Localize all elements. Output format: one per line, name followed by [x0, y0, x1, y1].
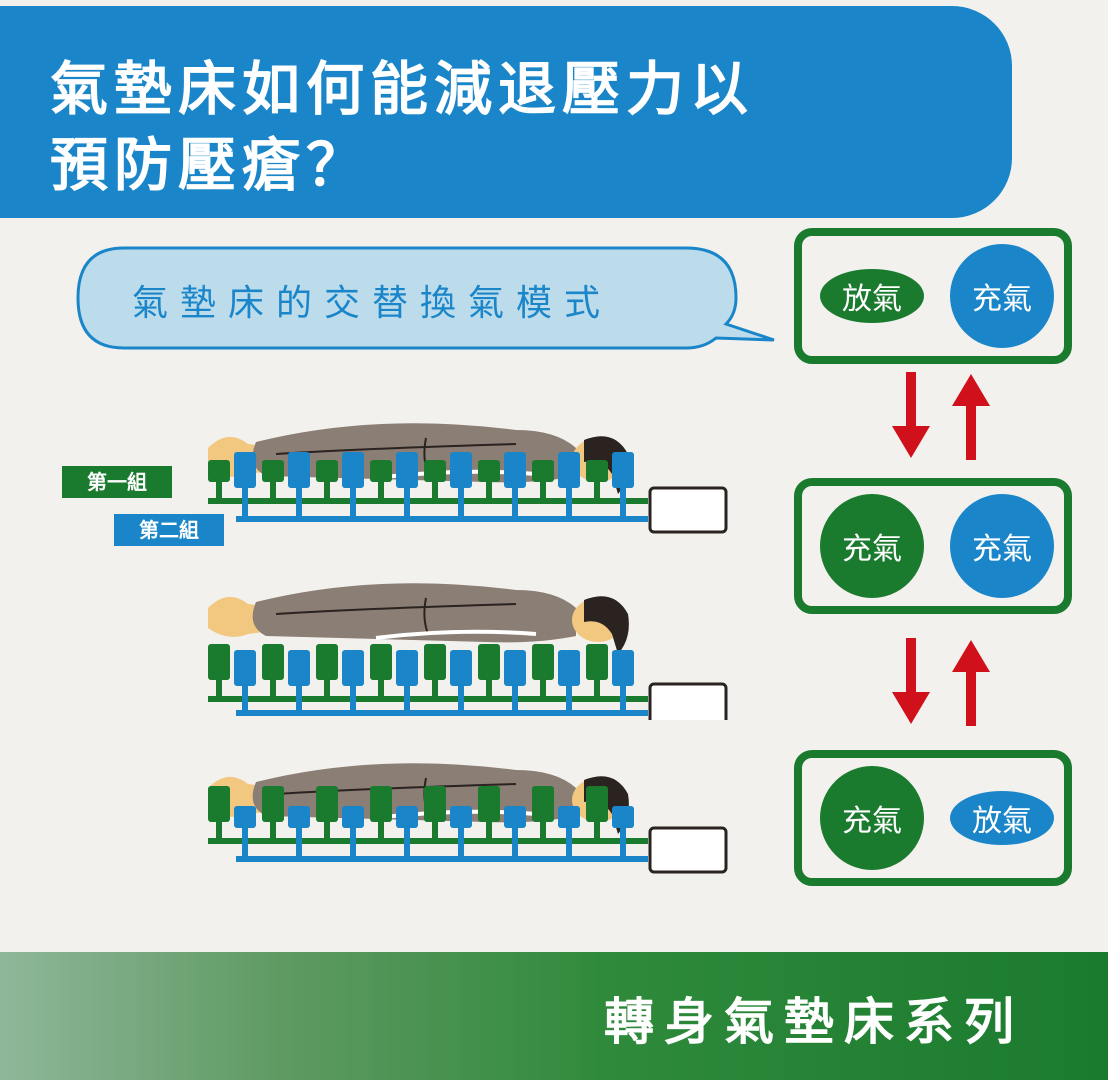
bed-svg-1: [208, 423, 728, 534]
bed-illustration-state-3: [196, 730, 736, 894]
speech-bubble: [76, 246, 775, 350]
state-2-right-circle: 充氣: [950, 494, 1054, 598]
green-air-cell: [532, 786, 554, 822]
green-air-cell: [424, 644, 446, 680]
state-box-1: 放氣 充氣: [794, 228, 1072, 364]
blue-air-cell: [342, 650, 364, 686]
cycle-arrows-upper: [892, 372, 990, 460]
blue-air-cell: [558, 650, 580, 686]
blue-air-cell: [288, 650, 310, 686]
title-line-1: 氣墊床如何能減退壓力以: [50, 55, 755, 123]
state-2-right-label: 充氣: [972, 532, 1032, 567]
green-air-cell: [424, 786, 446, 822]
blue-air-cell: [558, 452, 580, 488]
state-1-right-circle: 充氣: [950, 244, 1054, 348]
blue-air-cell: [234, 806, 256, 828]
green-air-cell: [586, 644, 608, 680]
title-banner: 氣墊床如何能減退壓力以 預防壓瘡？: [0, 6, 1012, 218]
bed-svg-3: [208, 763, 728, 874]
air-pump-box: [648, 682, 728, 730]
green-air-cell: [208, 460, 230, 482]
blue-air-cell: [288, 806, 310, 828]
blue-air-cell: [234, 650, 256, 686]
state-1-left-label: 放氣: [842, 282, 902, 317]
state-1-left-circle: 放氣: [820, 269, 924, 323]
bed-illustration-state-1: [196, 390, 736, 554]
up-arrow-icon: [952, 374, 990, 460]
blue-air-cell: [396, 650, 418, 686]
green-air-cell: [478, 786, 500, 822]
air-pump-box: [648, 486, 728, 534]
blue-air-cell: [504, 452, 526, 488]
green-air-cell: [370, 644, 392, 680]
bed-svg-2: [208, 583, 728, 730]
state-2-left-circle: 充氣: [820, 494, 924, 598]
air-pump-box: [648, 826, 728, 874]
green-air-cell: [316, 644, 338, 680]
down-arrow-icon: [892, 638, 930, 724]
down-arrow-icon: [892, 372, 930, 458]
state-box-3: 充氣 放氣: [794, 750, 1072, 886]
green-air-cell: [586, 786, 608, 822]
blue-air-cell: [342, 452, 364, 488]
state-1-right-label: 充氣: [972, 282, 1032, 317]
footer-text: 轉身氣墊床系列: [604, 993, 1024, 1051]
blue-air-cell: [612, 452, 634, 488]
title-line-2: 預防壓瘡？: [50, 131, 371, 199]
blue-air-cell: [396, 452, 418, 488]
blue-air-cell: [288, 452, 310, 488]
green-air-cell: [586, 460, 608, 482]
blue-air-cell: [396, 806, 418, 828]
state-3-right-label: 放氣: [972, 804, 1032, 839]
green-air-cell: [478, 644, 500, 680]
blue-air-cell: [450, 452, 472, 488]
state-3-right-circle: 放氣: [950, 791, 1054, 845]
green-air-cell: [478, 460, 500, 482]
green-air-cell: [208, 786, 230, 822]
state-box-2: 充氣 充氣: [794, 478, 1072, 614]
green-air-cell: [532, 644, 554, 680]
blue-air-cell: [558, 806, 580, 828]
green-air-cell: [370, 786, 392, 822]
green-air-cell: [208, 644, 230, 680]
blue-air-cell: [342, 806, 364, 828]
bubble-text: 氣墊床的交替換氣模式: [132, 283, 613, 324]
group-1-tag: 第一組: [62, 466, 172, 498]
blue-air-cell: [234, 452, 256, 488]
blue-air-cell: [612, 650, 634, 686]
air-pipes: [208, 696, 648, 716]
green-air-cell: [424, 460, 446, 482]
green-air-cell: [316, 786, 338, 822]
blue-air-cell: [450, 806, 472, 828]
state-3-left-label: 充氣: [842, 804, 902, 839]
air-pipes: [208, 838, 648, 862]
green-air-cell: [262, 460, 284, 482]
state-2-left-label: 充氣: [842, 532, 902, 567]
green-air-cell: [370, 460, 392, 482]
state-3-left-circle: 充氣: [820, 766, 924, 870]
blue-air-cell: [450, 650, 472, 686]
green-air-cell: [262, 786, 284, 822]
blue-air-cell: [504, 806, 526, 828]
green-air-cell: [532, 460, 554, 482]
blue-air-cell: [612, 806, 634, 828]
footer-banner: 轉身氣墊床系列: [0, 952, 1108, 1080]
blue-air-cell: [504, 650, 526, 686]
bed-illustration-state-2: [196, 560, 736, 730]
green-air-cell: [316, 460, 338, 482]
green-air-cell: [262, 644, 284, 680]
air-pipes: [208, 498, 648, 522]
cycle-arrows-lower: [892, 638, 990, 726]
group-2-tag: 第二組: [114, 514, 224, 546]
patient-figure: [208, 583, 629, 654]
up-arrow-icon: [952, 640, 990, 726]
